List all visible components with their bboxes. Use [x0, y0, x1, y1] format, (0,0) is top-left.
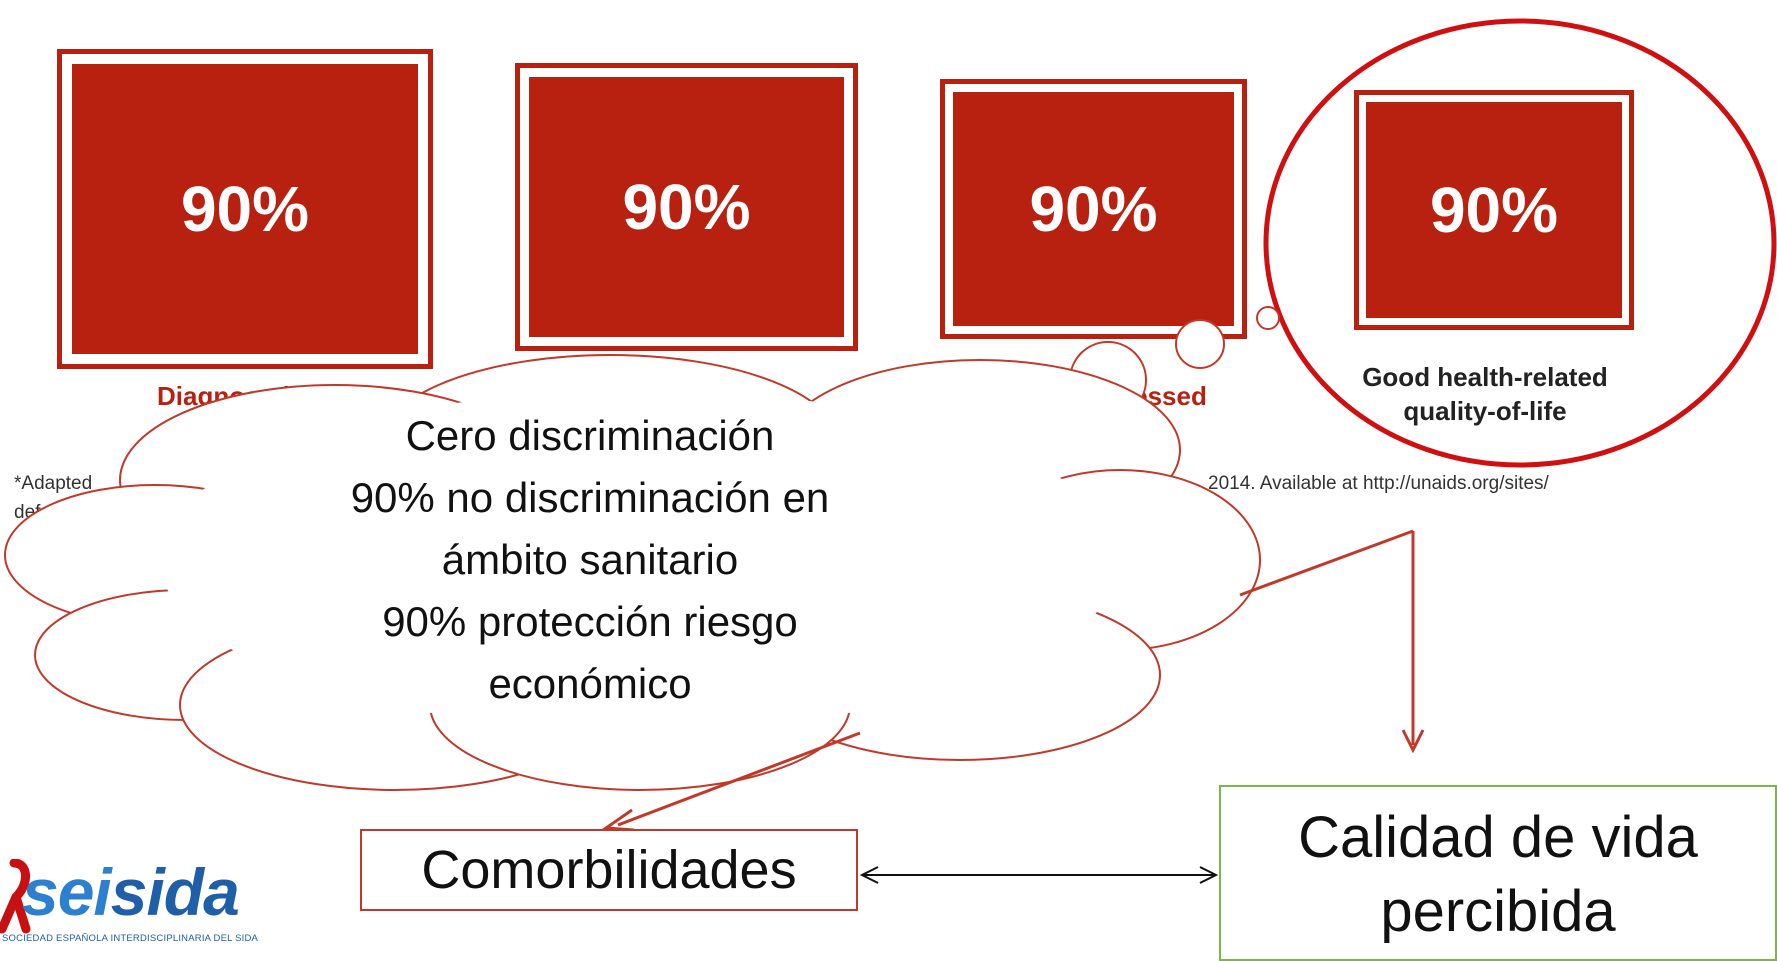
cloud-line-5: económico — [488, 660, 692, 707]
red-ribbon-icon — [0, 859, 31, 934]
arrowhead-calidad — [1401, 729, 1425, 754]
cloud-shape — [4, 354, 1261, 791]
comorbilidades-box: Comorbilidades — [360, 829, 858, 911]
calidad-box: Calidad de vida percibida — [1219, 785, 1777, 961]
logo-subtitle: SOCIEDAD ESPAÑOLA INTERDISCIPLINARIA DEL… — [2, 933, 259, 944]
connector-cloud-to-comorbilidades — [617, 731, 861, 827]
logo-word-b: sida — [110, 855, 240, 929]
seisida-logo: seisida SOCIEDAD ESPAÑOLA INTERDISCIPLIN… — [0, 855, 258, 961]
calidad-line-2: percibida — [1380, 879, 1616, 944]
good-health-line-1: Good health-related — [1362, 362, 1608, 392]
double-arrow-right-head — [1199, 866, 1219, 884]
cloud-line-2: 90% no discriminación en — [350, 474, 830, 521]
logo-word-a: sei — [22, 855, 112, 929]
cloud-line-4: 90% protección riesgo — [382, 598, 798, 645]
good-health-caption: Good health-related quality-of-life — [1315, 360, 1655, 428]
comorbilidades-label: Comorbilidades — [421, 840, 797, 900]
cloud-line-1: Cero discriminación — [405, 412, 775, 459]
box-3-value: 90% — [953, 92, 1234, 326]
footnote-left-1: *Adapted — [14, 473, 93, 494]
calidad-line-1: Calidad de vida — [1298, 805, 1698, 870]
box-1-value: 90% — [72, 64, 418, 354]
connector-circle-to-cloud — [1239, 529, 1414, 597]
thought-bubble-medium — [1175, 319, 1225, 369]
cloud-line-3: ámbito sanitario — [441, 536, 739, 583]
good-health-line-2: quality-of-life — [1403, 396, 1567, 426]
highlight-circle — [1263, 18, 1777, 468]
box-2-value: 90% — [529, 77, 844, 337]
logo-wordmark: seisida — [22, 855, 240, 929]
box-4-value: 90% — [1366, 102, 1622, 318]
cloud-text: Cero discriminación 90% no discriminació… — [255, 405, 925, 715]
footnote-right: 2014. Available at http://unaids.org/sit… — [1208, 473, 1549, 494]
thought-bubble-small — [1256, 306, 1280, 330]
double-arrow-left-head — [859, 866, 879, 884]
